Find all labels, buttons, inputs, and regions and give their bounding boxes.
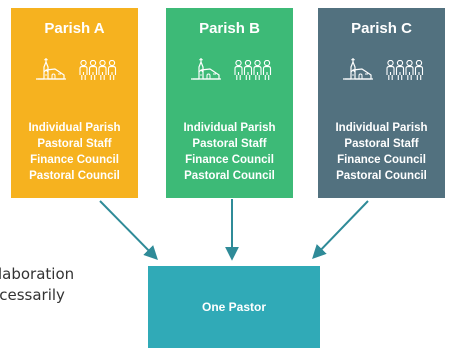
side-text: laboration ecessarily [0, 264, 110, 306]
parish-c-list: Individual Parish Pastoral Staff Finance… [318, 120, 445, 184]
parish-c-title: Parish C [351, 20, 412, 37]
list-item: Individual Parish [28, 122, 121, 134]
list-item: Finance Council [185, 154, 274, 166]
parish-c-card: Parish C Individual Parish Pastoral Staf… [318, 8, 445, 198]
list-item: Pastoral Staff [37, 138, 112, 150]
list-item: Pastoral Staff [344, 138, 419, 150]
list-item: Individual Parish [335, 122, 428, 134]
parish-b-card: Parish B Individual Parish Pastoral Staf… [166, 8, 293, 198]
parish-a-list: Individual Parish Pastoral Staff Finance… [11, 120, 138, 184]
list-item: Pastoral Council [29, 170, 120, 182]
list-item: Pastoral Council [184, 170, 275, 182]
list-item: Individual Parish [183, 122, 276, 134]
side-text-line: laboration [0, 265, 75, 283]
parish-b-title: Parish B [199, 20, 260, 37]
parish-b-list: Individual Parish Pastoral Staff Finance… [166, 120, 293, 184]
one-pastor-box: One Pastor [148, 266, 320, 348]
arrow-parish-a-to-pastor [99, 200, 158, 260]
list-item: Finance Council [337, 154, 426, 166]
parish-a-title: Parish A [44, 20, 105, 37]
list-item: Pastoral Staff [192, 138, 267, 150]
arrow-parish-c-to-pastor [312, 200, 369, 260]
list-item: Finance Council [30, 154, 119, 166]
one-pastor-label: One Pastor [201, 300, 267, 314]
side-text-line: ecessarily [0, 286, 65, 304]
list-item: Pastoral Council [336, 170, 427, 182]
parish-a-card: Parish A Individual Parish Pastoral Staf… [11, 8, 138, 198]
